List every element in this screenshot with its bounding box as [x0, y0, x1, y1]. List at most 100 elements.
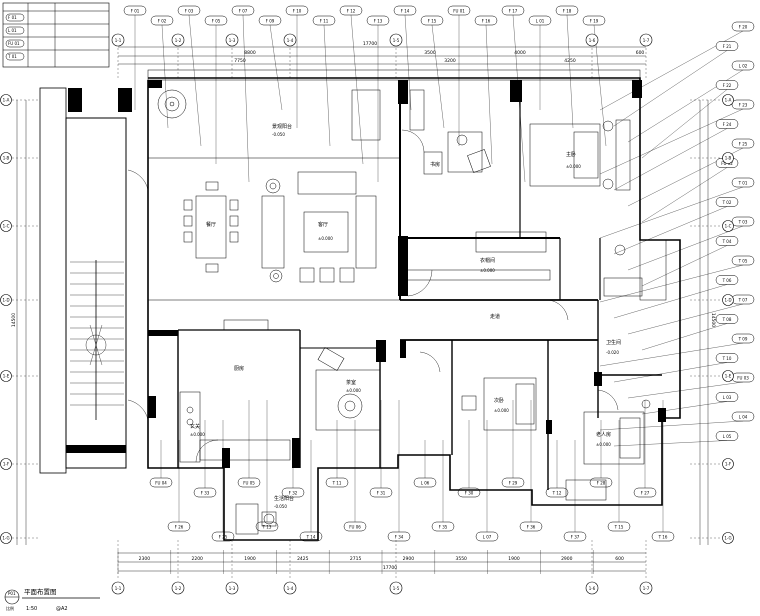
callout-tag [299, 531, 323, 542]
callout-tag [731, 99, 755, 110]
axis-label: 1-G [2, 536, 9, 541]
callout-code: FU 03 [737, 375, 749, 380]
callout-code: F 35 [439, 524, 448, 529]
callout-tag [177, 5, 201, 16]
callout-tag [413, 477, 437, 488]
callout-tag [731, 21, 755, 32]
axis-bubble [585, 581, 599, 595]
axis-label: 1-3 [229, 586, 236, 591]
callout-tag [731, 216, 755, 227]
room-name: 餐厅 [206, 221, 216, 228]
room-level: -0.050 [274, 504, 287, 509]
callout-tag [715, 392, 739, 402]
axis-bubble [722, 94, 734, 106]
callout-code: F 15 [428, 18, 437, 23]
callout-tag [281, 487, 305, 498]
callout-code: F 30 [465, 490, 474, 495]
callout-tag [501, 477, 525, 488]
room-name: 主卧 [566, 151, 576, 158]
room-level: ±0.000 [190, 432, 205, 437]
callout-code: T 07 [738, 297, 748, 302]
callout-code: T 04 [722, 239, 732, 244]
axis-label: 1-6 [589, 38, 596, 43]
callout-code: T 10 [722, 356, 732, 361]
dimension-left: 14500 [11, 100, 27, 545]
axis-label: 1-D [724, 298, 731, 303]
callout-code: F 29 [509, 480, 518, 485]
axis-bubble [111, 581, 125, 595]
callout-code: L 06 [421, 480, 430, 485]
callout-tag [339, 5, 363, 16]
axis-bubble [283, 33, 297, 47]
callout-tag [715, 236, 739, 246]
callout-code: F 12 [347, 8, 356, 13]
callout-code: F 36 [527, 524, 536, 529]
dim-bottom-sub: 2425 [297, 556, 309, 562]
dim-bottom-sub: 600 [615, 556, 624, 562]
callout-tag [715, 41, 739, 51]
dim-bottom-sub: 2300 [139, 556, 151, 562]
callout-tag [285, 5, 309, 16]
callout-tag [369, 487, 393, 498]
callout-code: F 18 [563, 8, 572, 13]
room-name: 茶室 [346, 379, 356, 386]
dim-bottom-sub: 3550 [455, 556, 467, 562]
elder-bed [565, 399, 651, 501]
dim-bottom-sub: 1900 [508, 556, 520, 562]
callout-code: F 37 [571, 534, 580, 539]
axis-label: 1-2 [175, 586, 182, 591]
legend-code: F 01 [8, 15, 17, 20]
axis-label: 1-4 [287, 586, 294, 591]
callout-code: F 11 [320, 18, 329, 23]
callout-code: F 27 [641, 490, 650, 495]
callout-code: FU 01 [453, 8, 465, 13]
axis-label: 1-E [3, 374, 10, 379]
callout-code: L 04 [739, 414, 748, 419]
callout-tag [519, 521, 543, 532]
axis-label: 1-F [725, 462, 732, 467]
callout-tag [431, 521, 455, 532]
callout-tag [731, 333, 755, 344]
callout-tag [393, 5, 417, 16]
dim-bottom-sub: 2200 [191, 556, 203, 562]
door-swings [127, 129, 619, 463]
dim-bottom-sub: 1900 [244, 556, 256, 562]
callout-code: F 13 [374, 18, 383, 23]
callout-tag [204, 15, 228, 26]
legend-code: FU 01 [8, 41, 20, 46]
callout-code: F 33 [201, 490, 210, 495]
dim-right-total: 14500 [710, 313, 716, 327]
top-callouts: F 01F 02F 03F 05F 07F 09F 10F 11F 12F 13… [123, 5, 607, 183]
axis-bubble [722, 458, 734, 470]
callout-code: T 12 [552, 490, 562, 495]
axis-label: 1-C [725, 224, 732, 229]
callout-tag [715, 197, 739, 207]
study-desk [423, 131, 491, 175]
callout-tag [312, 15, 336, 26]
callout-tag [474, 15, 498, 26]
dining-table [183, 181, 239, 273]
axis-bubble [0, 294, 12, 306]
room-level: -0.050 [272, 132, 285, 137]
legend-row: F 01 [5, 13, 25, 22]
axis-label: 1-C [3, 224, 10, 229]
callout-code: F 34 [395, 534, 404, 539]
axis-bubble [389, 581, 403, 595]
callout-tag [475, 531, 499, 542]
callout-tag [193, 487, 217, 498]
axis-bubble [639, 33, 653, 47]
callout-code: T 03 [738, 219, 748, 224]
room-level: -0.020 [606, 350, 619, 355]
callout-code: T 08 [722, 317, 732, 322]
callout-code: F 05 [212, 18, 221, 23]
svg-text:P01: P01 [8, 591, 16, 596]
callout-tag [607, 521, 631, 532]
axis-bubble [171, 581, 185, 595]
callout-code: F 16 [482, 18, 491, 23]
dim-top-sub: 4000 [514, 50, 526, 56]
room-name: 卫生间 [606, 339, 621, 346]
axis-bubble [0, 220, 12, 232]
room-name: 玄关 [190, 423, 200, 430]
